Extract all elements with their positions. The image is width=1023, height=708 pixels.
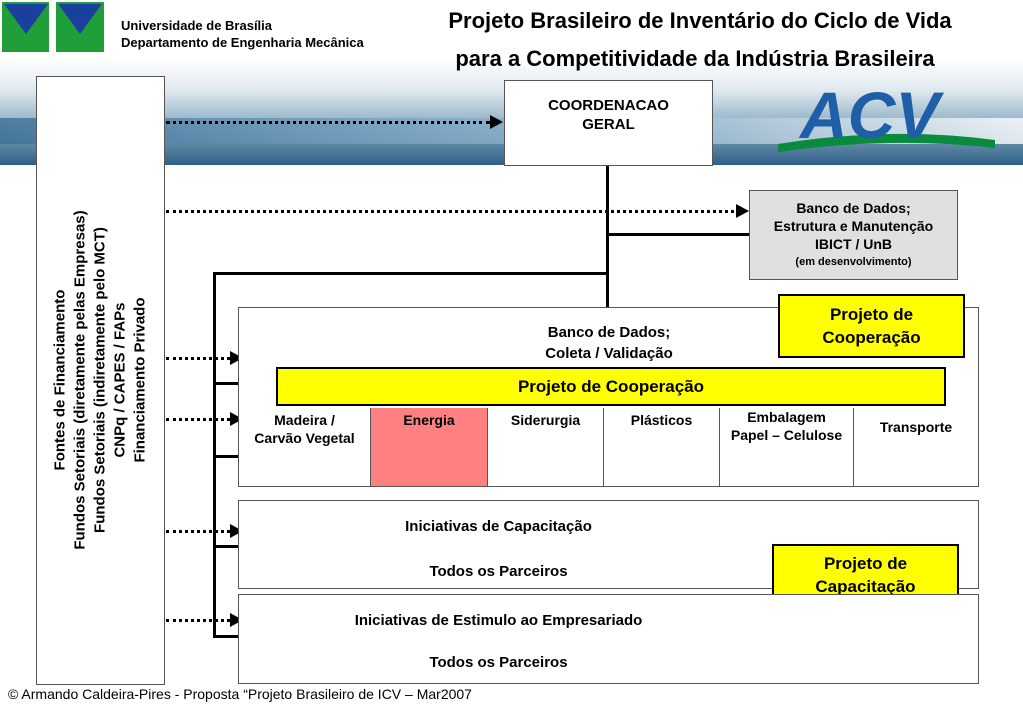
coordination-line2: GERAL (582, 116, 635, 133)
funding-line: Fundos Setoriais (diretamente pelas Empr… (71, 210, 88, 550)
sector-label: Energia (403, 412, 455, 428)
funding-line: Fundos Setoriais (indiretamente pelo MCT… (91, 227, 108, 533)
cooperation-project-line2: Cooperação (822, 328, 921, 347)
funding-line: CNPq / CAPES / FAPs (111, 302, 128, 458)
sector-label: Carvão Vegetal (254, 430, 355, 446)
university-name: Universidade de Brasília (121, 18, 273, 33)
sectors-row: Madeira / Carvão Vegetal Energia Siderur… (239, 408, 978, 486)
connector-horizontal-left (213, 272, 609, 275)
database-maintenance-line3: IBICT / UnB (815, 236, 892, 252)
dotted-arrow-line-database (166, 210, 734, 213)
sector-label: Siderurgia (510, 412, 581, 428)
sector-cell-energia: Energia (371, 408, 488, 486)
footer-copyright: © Armando Caldeira-Pires - Proposta “Pro… (8, 686, 472, 702)
connector-vertical-coordination (606, 166, 609, 307)
page-title-line1: Projeto Brasileiro de Inventário do Cicl… (448, 8, 952, 33)
dotted-arrow-line-sectors (166, 418, 230, 421)
funding-sources-box (36, 76, 165, 685)
sector-cell-siderurgia: Siderurgia (488, 408, 604, 486)
sector-cell-embalagem: Embalagem Papel – Celulose (720, 408, 854, 486)
database-collection-line1: Banco de Dados; (547, 324, 671, 341)
funding-line: Financiamento Privado (131, 297, 148, 463)
database-collection-text: Banco de Dados; Coleta / Validação (509, 322, 709, 364)
sector-cell-plasticos: Plásticos (604, 408, 720, 486)
entrepreneurship-initiatives-box: Iniciativas de Estimulo ao Empresariado … (238, 594, 979, 684)
funding-line: Fontes de Financiamento (51, 289, 68, 471)
sector-cell-transporte: Transporte (854, 408, 978, 486)
connector-branch-sectors (213, 455, 238, 458)
dotted-arrow-line-entrepreneurship (166, 619, 230, 622)
entrepreneurship-initiatives-title: Iniciativas de Estimulo ao Empresariado (354, 612, 643, 629)
dotted-arrow-line-capacity (166, 530, 230, 533)
connector-branch-entrepreneurship (213, 635, 238, 638)
dotted-arrow-line-collection (166, 357, 230, 360)
sector-cell-madeira: Madeira / Carvão Vegetal (239, 408, 371, 486)
sector-label: Plásticos (630, 412, 693, 428)
coordination-box: COORDENACAO GERAL (504, 80, 713, 166)
cooperation-project-box: Projeto de Cooperação (778, 294, 965, 358)
dotted-arrow-line-coordination (166, 121, 490, 124)
page-title-line2: para a Competitividade da Indústria Bras… (455, 46, 935, 71)
capacity-initiatives-subtitle: Todos os Parceiros (429, 563, 568, 580)
entrepreneurship-initiatives-subtitle: Todos os Parceiros (429, 654, 568, 671)
acv-logo: ACV (770, 74, 1000, 154)
capacity-project-line1: Projeto de (823, 554, 908, 573)
arrow-head-coordination (490, 115, 503, 129)
connector-branch-collection (213, 382, 238, 385)
sector-label: Madeira / (274, 412, 335, 428)
database-collection-line2: Coleta / Validação (545, 345, 673, 362)
university-logo (0, 0, 107, 55)
department-name: Departamento de Engenharia Mecânica (121, 35, 364, 50)
coordination-line1: COORDENACAO (548, 97, 669, 114)
cooperation-project-bar: Projeto de Cooperação (276, 367, 946, 406)
database-maintenance-line1: Banco de Dados; (796, 200, 911, 216)
sector-label: Embalagem (747, 409, 826, 425)
sector-label: Transporte (879, 419, 953, 435)
capacity-project-line2: Capacitação (815, 577, 916, 596)
sector-label: Papel – Celulose (730, 427, 843, 443)
arrow-head-database (736, 204, 749, 218)
cooperation-project-line1: Projeto de (829, 305, 914, 324)
database-maintenance-box: Banco de Dados; Estrutura e Manutenção I… (749, 190, 958, 280)
acv-logo-text: ACV (798, 78, 944, 152)
connector-branch-capacity (213, 545, 238, 548)
database-maintenance-note: (em desenvolvimento) (795, 256, 912, 268)
capacity-initiatives-title: Iniciativas de Capacitação (405, 518, 592, 535)
connector-to-database-maintenance (606, 233, 749, 236)
database-maintenance-line2: Estrutura e Manutenção (773, 218, 934, 234)
